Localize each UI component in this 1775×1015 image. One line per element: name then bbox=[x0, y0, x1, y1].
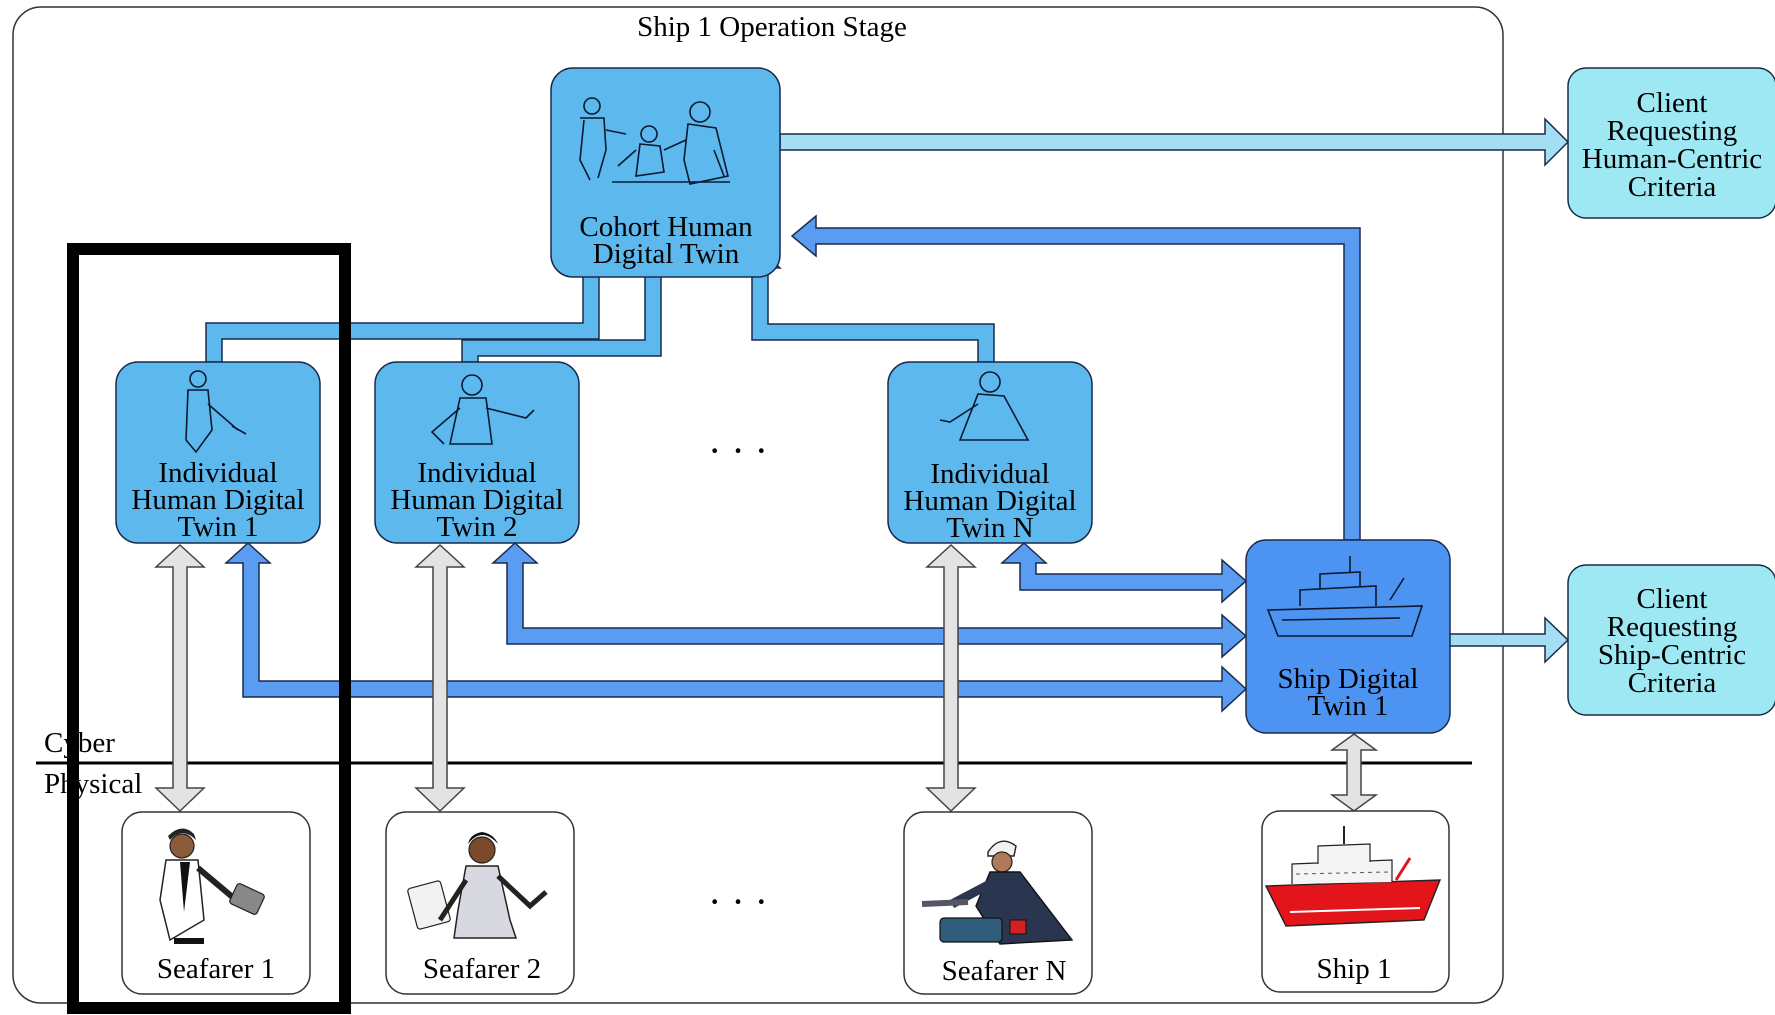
individual-twin-N-label-line1: Individual bbox=[930, 458, 1049, 490]
stage-frame bbox=[12, 6, 1504, 1004]
cohort-twin-label-line1: Cohort Human bbox=[579, 211, 753, 243]
ship-1-label: Ship 1 bbox=[1317, 953, 1392, 985]
twin-ship-exchange-arrows bbox=[224, 541, 1248, 713]
individual-twin-2-node: Individual Human Digital Twin 2 bbox=[374, 361, 580, 544]
individual-twin-N-label-line2: Human Digital bbox=[903, 485, 1076, 517]
client-human-centric-box bbox=[1567, 67, 1775, 219]
client-human-line2: Requesting bbox=[1607, 115, 1738, 147]
individual-twin-1-box bbox=[115, 361, 321, 544]
client-human-line1: Client bbox=[1637, 87, 1708, 119]
arrow-ship-ship-twin bbox=[1329, 733, 1379, 812]
arrow-seafarer2-twin2 bbox=[414, 543, 466, 813]
cohort-twin-node: Cohort Human Digital Twin bbox=[550, 67, 781, 278]
officer-sketch-icon bbox=[185, 370, 247, 454]
client-human-line3: Human-Centric bbox=[1582, 143, 1762, 175]
cohort-twin-box bbox=[550, 67, 781, 278]
seafarer-1-label: Seafarer 1 bbox=[157, 953, 275, 985]
individual-twin-1-label-line2: Human Digital bbox=[131, 484, 304, 516]
client-ship-line4: Criteria bbox=[1628, 667, 1717, 699]
individual-twin-2-label-line2: Human Digital bbox=[390, 484, 563, 516]
physical-label: Physical bbox=[44, 768, 142, 800]
highlight-frame bbox=[67, 243, 351, 1014]
officer-with-tablet-icon bbox=[159, 828, 265, 944]
client-human-line4: Criteria bbox=[1628, 171, 1717, 203]
client-ship-line3: Ship-Centric bbox=[1598, 639, 1746, 671]
individual-twin-2-box bbox=[374, 361, 580, 544]
ship-sketch-icon bbox=[1266, 556, 1424, 637]
seafarer-N-label: Seafarer N bbox=[942, 955, 1067, 987]
cyber-label: Cyber bbox=[44, 727, 115, 759]
woman-with-clipboard-icon bbox=[407, 832, 548, 939]
individual-twin-N-box bbox=[887, 361, 1093, 544]
seafarer-1-node: Seafarer 1 bbox=[121, 811, 311, 995]
stage-title: Ship 1 Operation Stage bbox=[637, 11, 907, 43]
individual-twin-N-node: Individual Human Digital Twin N bbox=[887, 361, 1093, 544]
ship-twin-node: Ship Digital Twin 1 bbox=[1245, 539, 1451, 734]
seafarer-2-node: Seafarer 2 bbox=[385, 811, 575, 995]
arrow-twinN-ship-exchange bbox=[1000, 541, 1248, 604]
seafarer-1-box bbox=[121, 811, 311, 995]
ellipsis-seafarers: · · · bbox=[708, 879, 768, 924]
arrow-ship-twin-to-client-ship bbox=[1448, 616, 1570, 664]
group-meeting-icon bbox=[579, 97, 730, 185]
red-research-vessel-icon bbox=[1264, 826, 1442, 927]
engineer-sketch-icon bbox=[430, 374, 535, 445]
individual-twin-1-label-line1: Individual bbox=[158, 457, 277, 489]
client-human-centric-node: Client Requesting Human-Centric Criteria bbox=[1567, 67, 1775, 219]
arrow-twin1-ship-exchange bbox=[224, 541, 1248, 713]
arrow-seafarer1-twin1 bbox=[154, 543, 206, 813]
individual-twin-N-label-line3: Twin N bbox=[946, 512, 1033, 544]
individual-twin-2-label-line1: Individual bbox=[417, 457, 536, 489]
arrow-seafarerN-twinN bbox=[925, 543, 977, 813]
deck-worker-with-wrench-icon bbox=[921, 840, 1074, 945]
individual-twin-1-label-line3: Twin 1 bbox=[178, 511, 259, 543]
client-ship-centric-box bbox=[1567, 564, 1775, 716]
ellipsis-twins: · · · bbox=[708, 428, 768, 473]
deckhand-sketch-icon bbox=[939, 371, 1030, 441]
cohort-twin-label-line2: Digital Twin bbox=[593, 238, 740, 270]
seafarer-2-label: Seafarer 2 bbox=[423, 953, 541, 985]
individual-twin-1-node: Individual Human Digital Twin 1 bbox=[115, 361, 321, 544]
arrow-twin2-ship-exchange bbox=[491, 541, 1248, 659]
ship-1-node: Ship 1 bbox=[1261, 810, 1450, 993]
client-ship-line1: Client bbox=[1637, 583, 1708, 615]
client-ship-centric-node: Client Requesting Ship-Centric Criteria bbox=[1567, 564, 1775, 716]
seafarer-N-node: Seafarer N bbox=[903, 811, 1093, 995]
individual-twin-2-label-line3: Twin 2 bbox=[437, 511, 518, 543]
arrow-ship-twin-to-cohort bbox=[790, 214, 1361, 541]
client-ship-line2: Requesting bbox=[1607, 611, 1738, 643]
ship-twin-label-line2: Twin 1 bbox=[1308, 690, 1389, 722]
ship-twin-label-line1: Ship Digital bbox=[1278, 663, 1419, 695]
arrow-cohort-to-client-human bbox=[779, 117, 1570, 167]
